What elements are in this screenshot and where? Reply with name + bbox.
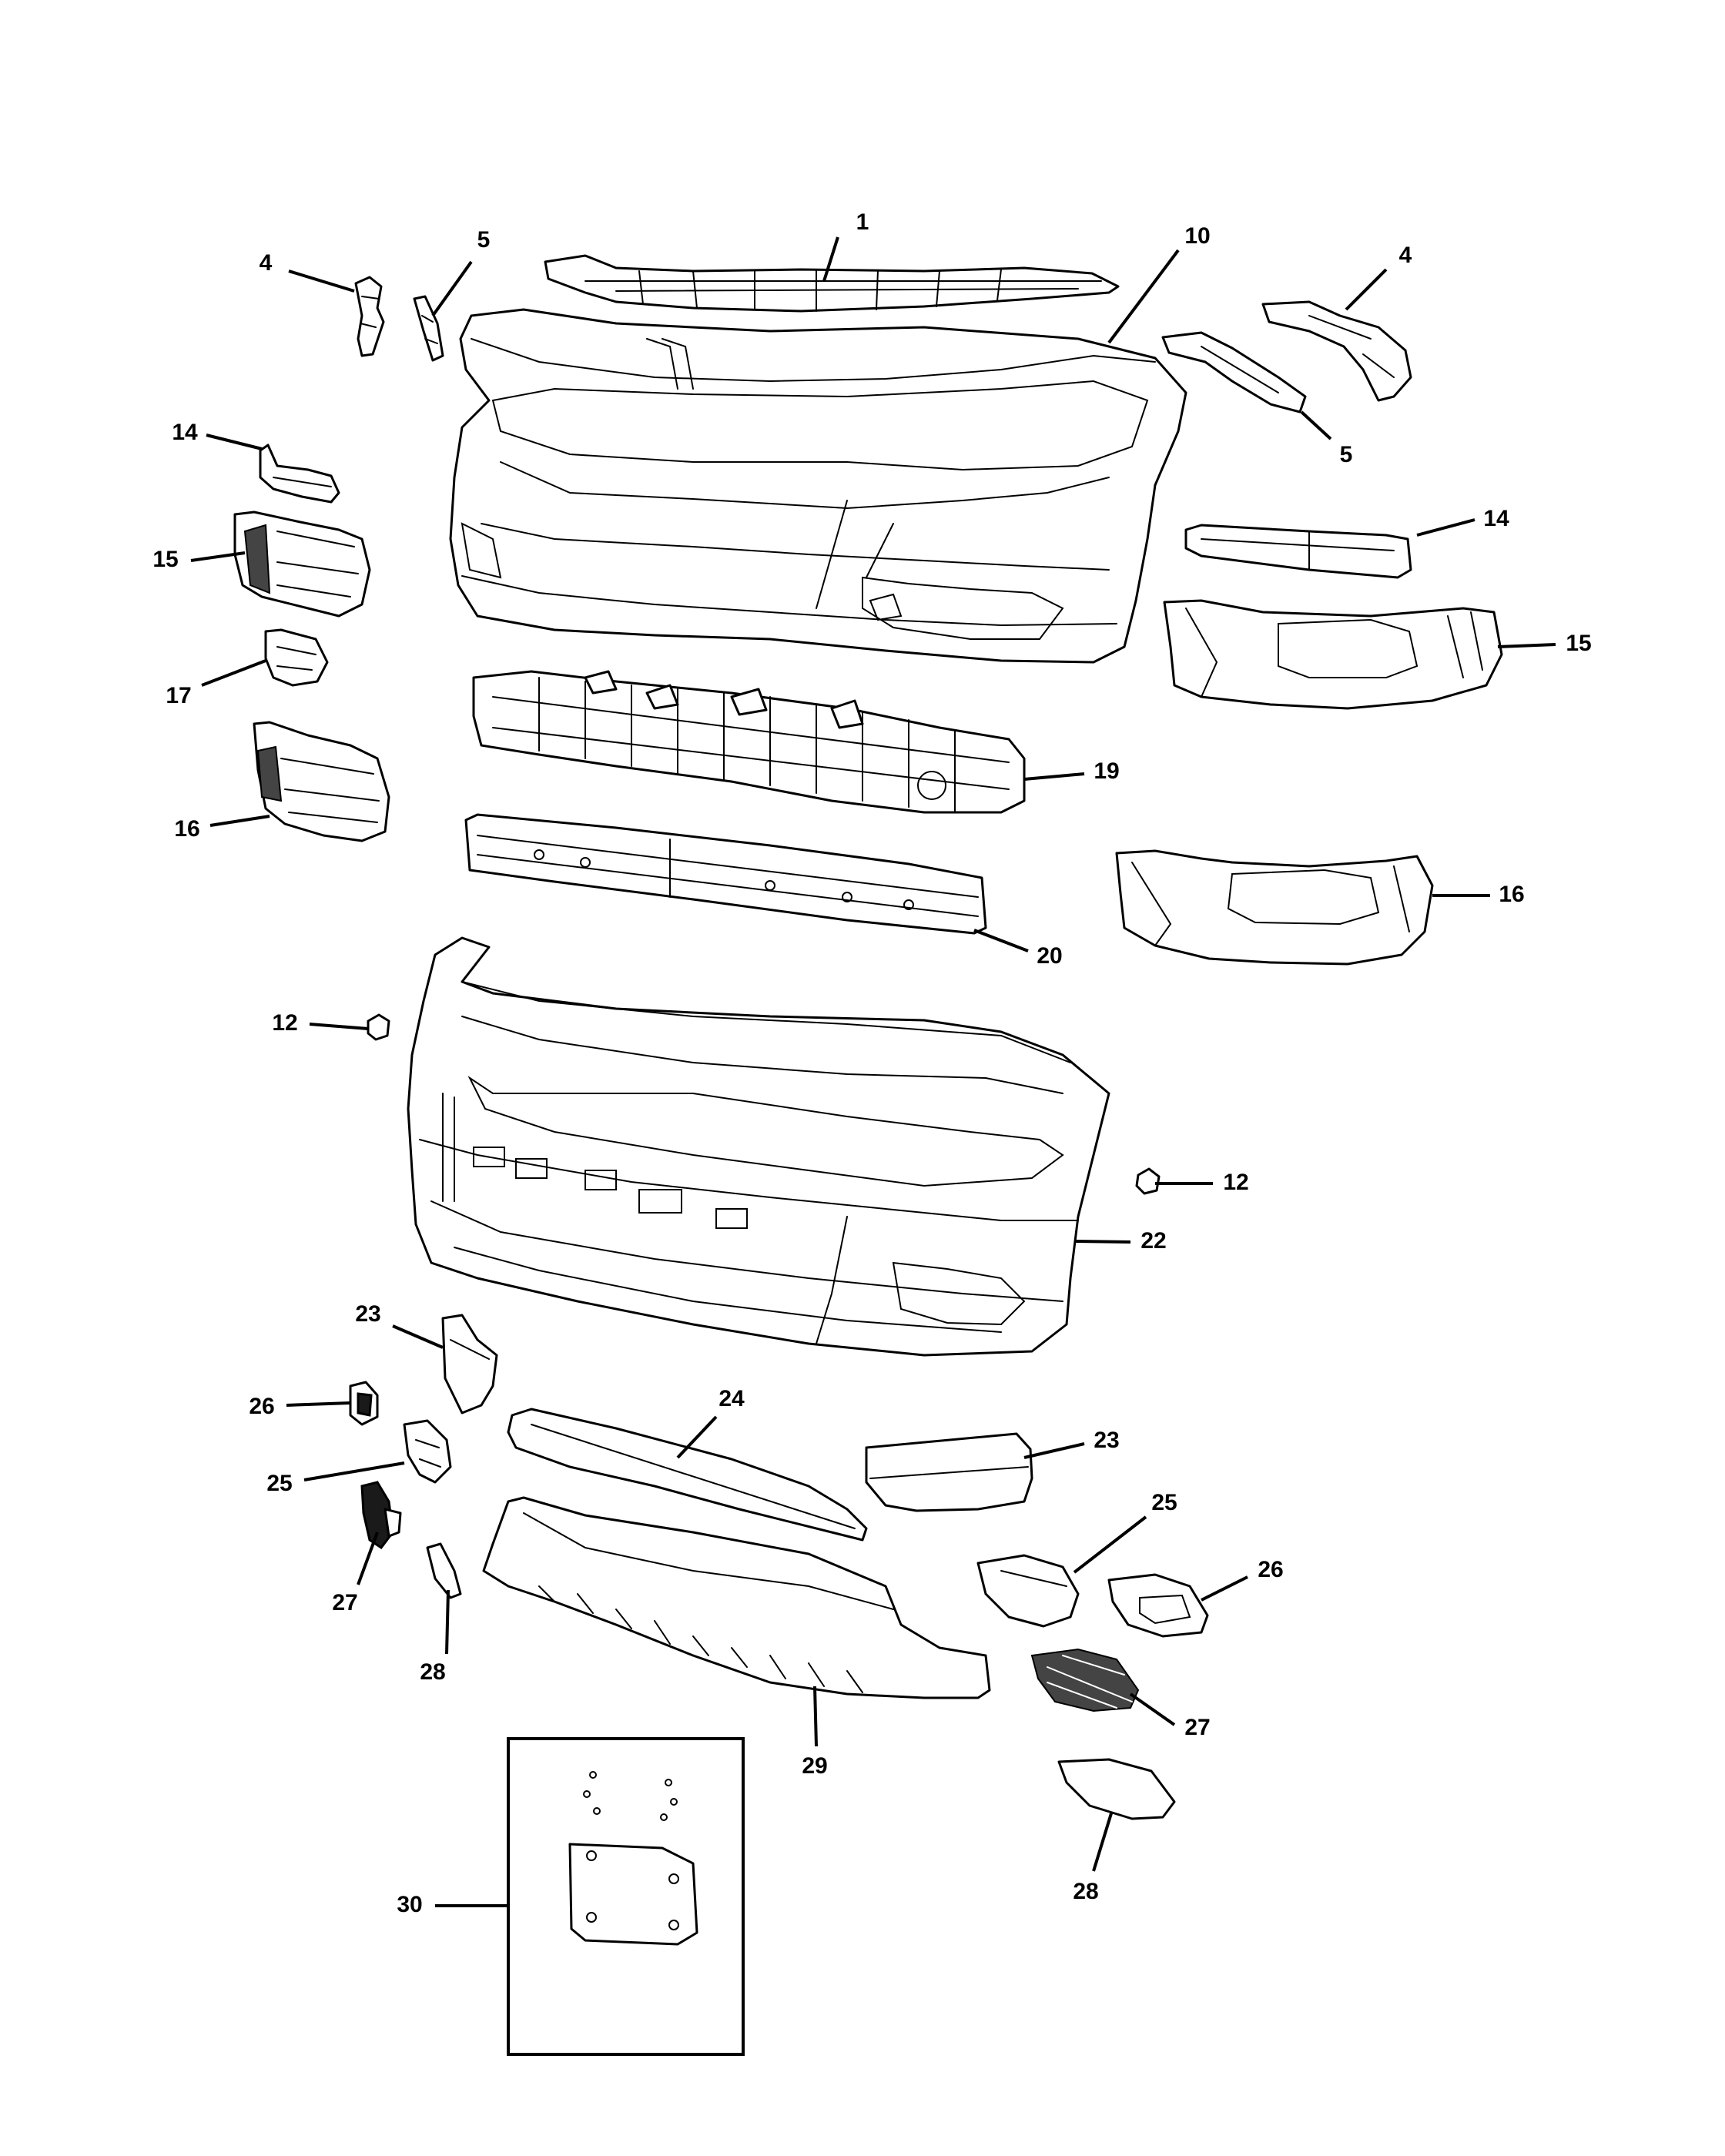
callout-label-26: 26 xyxy=(1258,1557,1283,1582)
callout-leader-23 xyxy=(392,1324,444,1349)
callout-label-15: 15 xyxy=(1566,631,1591,656)
part-15-left-duct xyxy=(233,511,371,618)
callout-label-5: 5 xyxy=(1340,442,1353,467)
part-10-upper-fascia xyxy=(449,308,1187,664)
callout-leader-28 xyxy=(445,1589,450,1655)
callout-label-4: 4 xyxy=(1399,243,1412,268)
callout-label-29: 29 xyxy=(802,1753,827,1779)
callout-leader-27 xyxy=(1129,1692,1176,1726)
part-17-bracket xyxy=(264,628,329,687)
callout-leader-25 xyxy=(303,1461,405,1481)
callout-label-24: 24 xyxy=(718,1386,745,1411)
part-12-left-clip xyxy=(367,1013,390,1041)
callout-leader-4 xyxy=(288,270,355,293)
callout-leader-25 xyxy=(1073,1515,1147,1574)
callout-label-23: 23 xyxy=(1094,1428,1119,1453)
callout-label-17: 17 xyxy=(166,683,191,708)
part-30-inset xyxy=(507,1737,745,2056)
callout-leader-5 xyxy=(431,260,473,317)
callout-leader-5 xyxy=(1300,410,1332,440)
part-27-right-grille xyxy=(1030,1648,1140,1712)
part-23-right-cover xyxy=(865,1432,1033,1512)
callout-leader-19 xyxy=(1023,772,1085,781)
part-22-lower-fascia xyxy=(407,936,1110,1357)
part-25-right-bezel xyxy=(976,1554,1080,1628)
callout-leader-15 xyxy=(190,551,246,562)
part-14-left-bracket xyxy=(259,444,340,504)
callout-label-16: 16 xyxy=(1499,882,1524,907)
callout-label-15: 15 xyxy=(152,547,178,572)
callout-label-10: 10 xyxy=(1184,223,1210,249)
part-28-right-cover xyxy=(1057,1758,1176,1820)
part-14-right-bracket xyxy=(1184,524,1412,579)
callout-leader-10 xyxy=(1107,249,1180,344)
callout-label-1: 1 xyxy=(856,209,869,235)
callout-leader-26 xyxy=(1201,1575,1248,1602)
callout-leader-15 xyxy=(1497,643,1556,648)
callout-leader-12 xyxy=(309,1023,369,1030)
part-24-lower-trim xyxy=(507,1408,868,1542)
callout-leader-14 xyxy=(206,434,263,450)
part-4-left-bracket xyxy=(354,276,385,357)
part-25-left-bezel xyxy=(403,1419,452,1484)
part-20-reinforcement xyxy=(464,813,987,935)
callout-leader-1 xyxy=(822,236,839,282)
part-16-right-duct xyxy=(1115,849,1434,966)
callout-label-28: 28 xyxy=(420,1659,445,1685)
callout-label-20: 20 xyxy=(1037,943,1062,969)
callout-label-30: 30 xyxy=(397,1892,422,1917)
callout-label-14: 14 xyxy=(1483,506,1509,531)
callout-label-28: 28 xyxy=(1073,1879,1098,1904)
callout-leader-29 xyxy=(813,1686,818,1747)
callout-leader-26 xyxy=(286,1401,351,1407)
part-15-right-duct xyxy=(1163,599,1503,710)
part-5-right-bracket xyxy=(1161,331,1307,413)
callout-leader-27 xyxy=(357,1532,379,1585)
callout-label-26: 26 xyxy=(249,1394,274,1419)
callout-label-12: 12 xyxy=(272,1010,297,1036)
callout-label-25: 25 xyxy=(1151,1490,1177,1515)
callout-leader-20 xyxy=(973,929,1029,952)
callout-layer: 1 10 4 5 4 5 14 14 15 15 17 19 16 16 20 12 12 22 23 26 24 23 2… xyxy=(152,209,1591,1917)
callout-leader-17 xyxy=(201,659,266,687)
callout-label-27: 27 xyxy=(332,1590,357,1615)
callout-leader-22 xyxy=(1074,1240,1131,1244)
callout-leader-14 xyxy=(1416,518,1475,537)
callout-label-19: 19 xyxy=(1094,758,1119,784)
part-5-left-clip xyxy=(413,295,444,362)
part-29-lower-deflector xyxy=(482,1496,991,1699)
part-23-left-cover xyxy=(441,1314,498,1414)
callout-label-27: 27 xyxy=(1184,1715,1210,1740)
part-19-energy-absorber xyxy=(472,670,1026,814)
part-1-upper-cover xyxy=(544,254,1120,313)
part-16-left-duct xyxy=(253,721,390,842)
callout-label-22: 22 xyxy=(1141,1228,1166,1254)
callout-leader-4 xyxy=(1345,268,1388,311)
callout-leader-24 xyxy=(676,1415,718,1459)
callout-label-4: 4 xyxy=(260,250,273,276)
callout-label-5: 5 xyxy=(477,227,491,253)
callout-label-12: 12 xyxy=(1223,1170,1248,1195)
callout-label-23: 23 xyxy=(355,1301,380,1327)
callout-leader-16 xyxy=(209,815,270,827)
part-26-right-bezel xyxy=(1107,1573,1209,1638)
callout-leader-28 xyxy=(1092,1813,1113,1872)
part-27-left-grille xyxy=(360,1481,402,1550)
part-4-right-bracket xyxy=(1261,300,1412,402)
callout-label-14: 14 xyxy=(172,420,198,445)
callout-label-16: 16 xyxy=(174,816,199,842)
callout-leader-23 xyxy=(1023,1442,1085,1459)
part-26-left-bezel xyxy=(349,1381,379,1426)
callout-label-25: 25 xyxy=(266,1471,292,1496)
part-12-right-clip xyxy=(1135,1167,1161,1195)
part-28-left-cover xyxy=(426,1542,462,1599)
